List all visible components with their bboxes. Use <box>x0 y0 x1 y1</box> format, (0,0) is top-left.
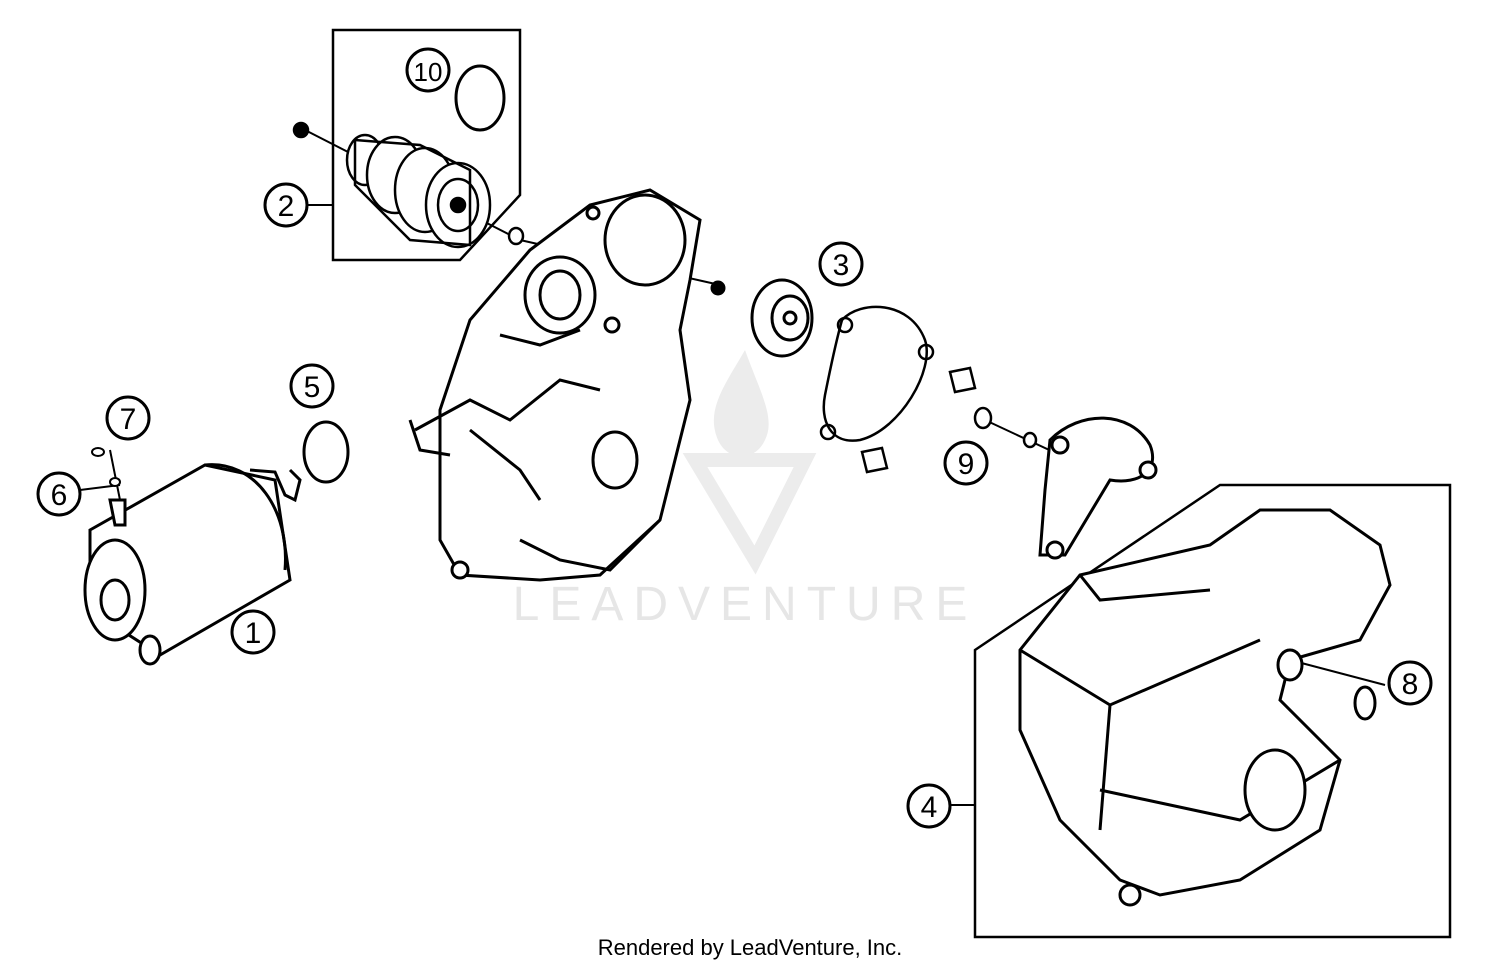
callout-4: 4 <box>906 783 952 829</box>
group-frames <box>331 28 1452 939</box>
washer-part-9 <box>973 406 1038 449</box>
callout-9: 9 <box>943 440 989 486</box>
callout-1-label: 1 <box>245 617 262 650</box>
water-pump-cover <box>1038 416 1158 560</box>
washer-part-6 <box>109 477 121 487</box>
callout-2: 2 <box>263 182 309 228</box>
callout-7: 7 <box>105 395 151 441</box>
callouts: 1 2 3 4 5 6 7 8 <box>36 47 1433 829</box>
callout-3-label: 3 <box>833 249 850 282</box>
callout-10: 10 <box>405 47 451 93</box>
flame-v-logo-icon <box>682 350 817 575</box>
starter-drive-group-box <box>331 28 522 262</box>
water-pump-impeller-part-3 <box>750 278 814 358</box>
callout-6-label: 6 <box>51 479 68 512</box>
callout-10-label: 10 <box>414 57 443 87</box>
callout-7-label: 7 <box>120 403 137 436</box>
callout-2-label: 2 <box>278 190 295 223</box>
starter-motor-part-1 <box>83 463 302 666</box>
o-ring-part-5 <box>302 420 350 484</box>
washer-part-7 <box>91 447 105 457</box>
callout-6: 6 <box>36 471 82 517</box>
ignition-cover-group-box <box>973 483 1452 939</box>
watermark: LEADVENTURE <box>513 350 978 631</box>
starter-drive-gear-part-2 <box>292 121 525 249</box>
callout-1: 1 <box>230 609 276 655</box>
callout-8-label: 8 <box>1402 668 1419 701</box>
callout-3: 3 <box>818 241 864 287</box>
watermark-text: LEADVENTURE <box>513 578 978 631</box>
gasket <box>819 305 935 442</box>
callout-8: 8 <box>1387 660 1433 706</box>
engine-housing <box>408 188 726 582</box>
callout-5: 5 <box>289 363 335 409</box>
o-ring-part-10 <box>454 64 506 132</box>
dowel-pins <box>860 366 977 474</box>
footer-credit: Rendered by LeadVenture, Inc. <box>598 935 903 960</box>
ignition-cover-part-4 <box>1018 508 1392 907</box>
washer-part-8 <box>1353 685 1377 721</box>
callout-9-label: 9 <box>958 448 975 481</box>
callout-4-label: 4 <box>921 791 938 824</box>
callout-5-label: 5 <box>304 371 321 404</box>
